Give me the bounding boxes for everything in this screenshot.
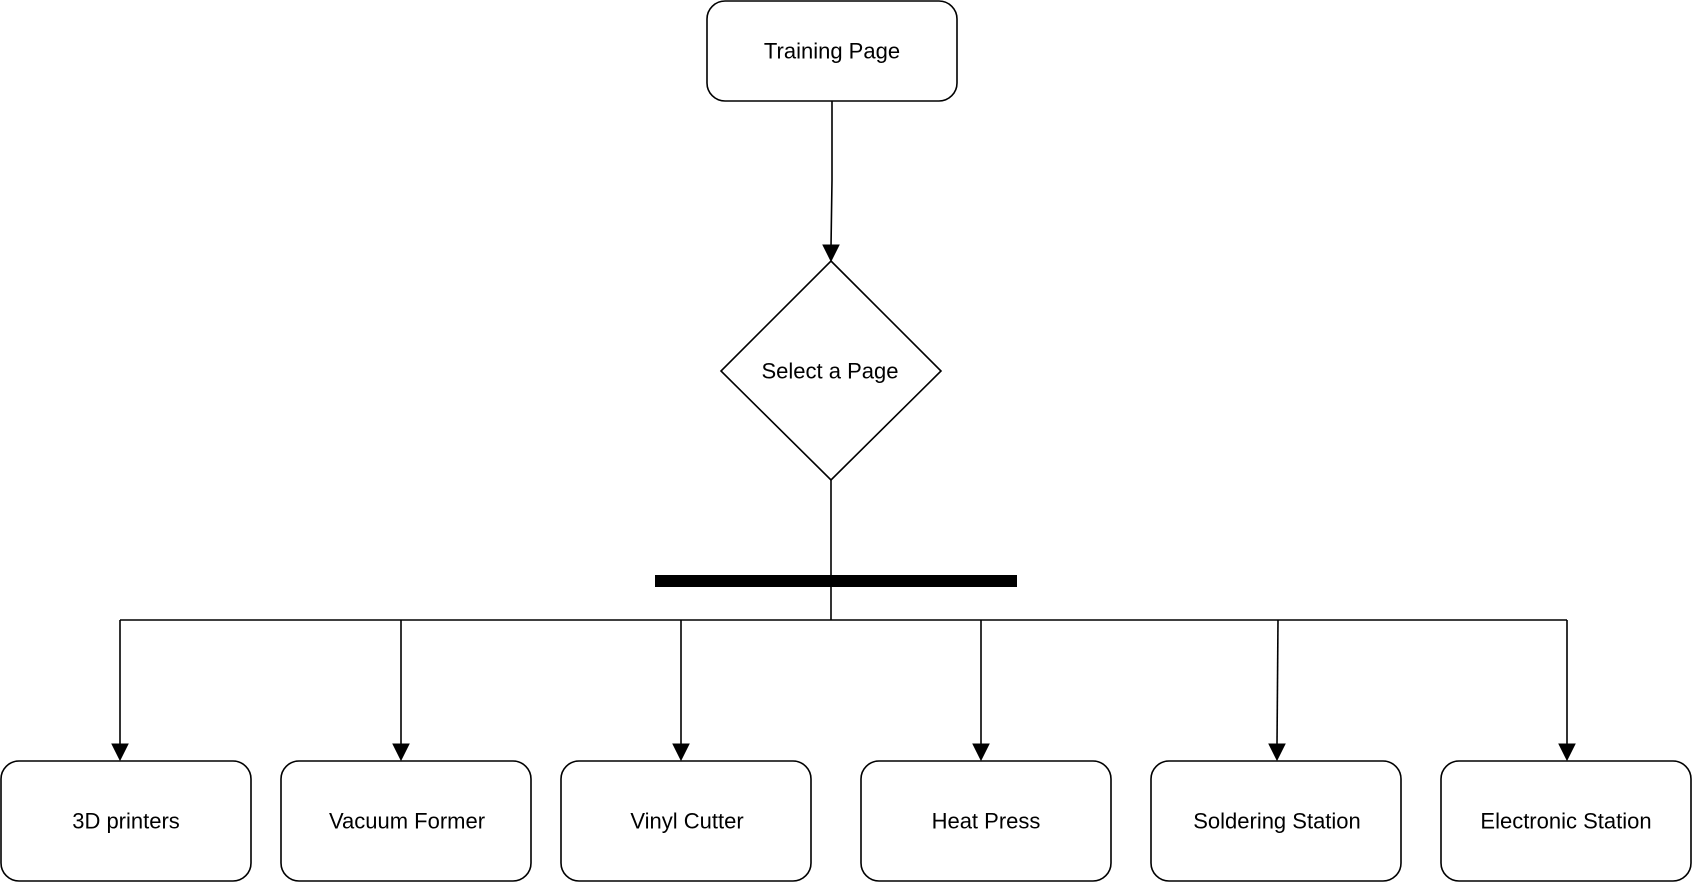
decision-node-label: Select a Page — [762, 359, 899, 384]
destination-node-box — [0, 760, 252, 882]
arrowhead-to-vacuum-former — [392, 743, 410, 762]
destination-node-label: Vacuum Former — [329, 809, 485, 834]
destination-node-heat-press[interactable]: Heat Press — [860, 760, 1112, 882]
start-node-label: Training Page — [764, 39, 900, 64]
destination-node-label: Soldering Station — [1193, 809, 1361, 834]
arrowhead-start-to-decision — [822, 244, 840, 263]
destination-node-box — [1440, 760, 1692, 882]
destination-node-vacuum-former[interactable]: Vacuum Former — [280, 760, 532, 882]
start-node[interactable]: Training Page — [706, 0, 958, 102]
destination-node-soldering-station[interactable]: Soldering Station — [1150, 760, 1402, 882]
destination-node-vinyl-cutter[interactable]: Vinyl Cutter — [560, 760, 812, 882]
branch-edges — [111, 619, 1576, 762]
destination-node-box — [860, 760, 1112, 882]
decision-node[interactable]: Select a Page — [719, 259, 943, 482]
destination-node-label: Vinyl Cutter — [630, 809, 743, 834]
destination-node-box — [280, 760, 532, 882]
destination-node-label: Heat Press — [932, 809, 1041, 834]
arrowhead-to-3d-printers — [111, 743, 129, 762]
edge-to-soldering-station — [1276, 619, 1279, 746]
destination-node-electronic-station[interactable]: Electronic Station — [1440, 760, 1692, 882]
arrowhead-to-vinyl-cutter — [672, 743, 690, 762]
fork-bar — [655, 575, 1017, 587]
destination-node-3d-printers[interactable]: 3D printers — [0, 760, 252, 882]
destination-node-box — [1150, 760, 1402, 882]
arrowhead-to-soldering-station — [1268, 743, 1286, 762]
destination-node-label: Electronic Station — [1480, 809, 1651, 834]
destination-node-box — [560, 760, 812, 882]
destination-node-label: 3D printers — [72, 809, 180, 834]
edge-start-to-decision — [830, 101, 833, 248]
arrowhead-to-heat-press — [972, 743, 990, 762]
arrowhead-to-electronic-station — [1558, 743, 1576, 762]
